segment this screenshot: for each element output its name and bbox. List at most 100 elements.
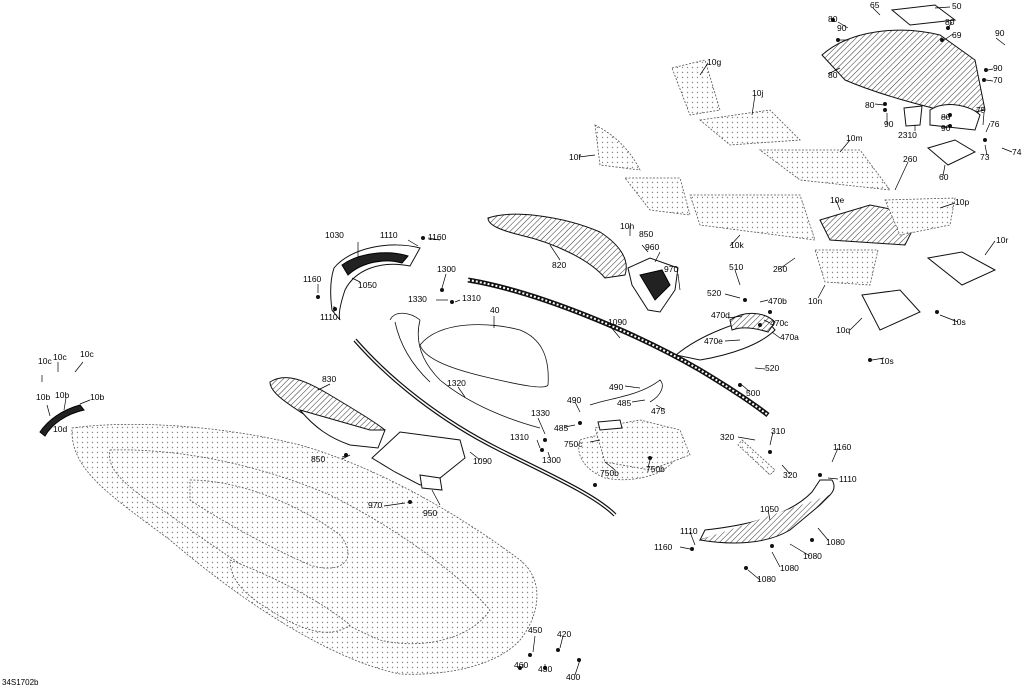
callout: 820 <box>552 260 566 270</box>
callout: 460 <box>514 660 528 670</box>
callout: 520 <box>707 288 721 298</box>
callout: 250 <box>773 264 787 274</box>
callout: 490 <box>567 395 581 405</box>
callout: 80 <box>828 70 838 80</box>
callout: 69 <box>952 30 962 40</box>
callout: 1330 <box>531 408 550 418</box>
side-vent-1030 <box>330 244 421 321</box>
document-code: 34S1702b <box>2 678 39 687</box>
callout: 1110 <box>320 312 338 322</box>
deck-panel-10k <box>689 194 816 241</box>
callout: 90 <box>884 119 894 129</box>
callout: 1030 <box>325 230 344 240</box>
callout: 470b <box>768 296 787 306</box>
callout: 60 <box>939 172 949 182</box>
callout: 1160 <box>654 542 673 552</box>
callout: 470a <box>780 332 799 342</box>
callout: 950 <box>423 508 437 518</box>
callout: 10n <box>808 296 822 306</box>
callout: 1080 <box>803 551 822 561</box>
panel-960 <box>627 257 679 313</box>
plate-2310 <box>903 105 923 127</box>
callout: 76 <box>990 119 1000 129</box>
callout: 70 <box>993 75 1003 85</box>
callout: 830 <box>322 374 336 384</box>
callout: 470c <box>770 318 789 328</box>
callout: 1090 <box>473 456 492 466</box>
callout: 1160 <box>833 442 852 452</box>
callout: 510 <box>729 262 743 272</box>
callout: 850 <box>639 229 653 239</box>
callout: 1090 <box>608 317 627 327</box>
callout: 1160 <box>428 232 447 242</box>
callout: 10f <box>569 152 581 162</box>
callout: 430 <box>538 664 552 674</box>
strip-320 <box>737 439 776 476</box>
callout: 10s <box>880 356 894 366</box>
callout: 1300 <box>437 264 456 274</box>
callout: 420 <box>557 629 571 639</box>
callout: 80 <box>828 14 838 24</box>
grille-830 <box>269 377 386 449</box>
callout-labels: 10c 10c 10c 10b 10b 10b 10d 1030 1110 11… <box>36 0 1022 682</box>
callout: 10g <box>707 57 721 67</box>
callout: 1050 <box>760 504 779 514</box>
callout: 90 <box>993 63 1003 73</box>
callout: 10c <box>80 349 94 359</box>
hull-outline <box>71 423 681 675</box>
callout: 750b <box>646 464 665 474</box>
callout: 40 <box>490 305 500 315</box>
deck-panel-10j <box>699 109 801 146</box>
callout: 1160 <box>303 274 322 284</box>
callout: 1080 <box>780 563 799 573</box>
cables <box>389 312 663 429</box>
callout: 1300 <box>542 455 561 465</box>
callout: 74 <box>1012 147 1022 157</box>
callout: 960 <box>645 242 659 252</box>
callout: 750b <box>600 468 619 478</box>
callout: 2310 <box>898 130 917 140</box>
callout: 75 <box>976 105 986 115</box>
callout: 970 <box>664 264 678 274</box>
callout: 10b <box>55 390 69 400</box>
callout: 10c <box>53 352 67 362</box>
callout: 1080 <box>757 574 776 584</box>
cover-470 <box>674 313 776 361</box>
gunwale-820 <box>487 213 627 279</box>
callout: 260 <box>903 154 917 164</box>
deck-panel-10f <box>594 124 641 171</box>
callout: 470e <box>704 336 723 346</box>
callout: 490 <box>609 382 623 392</box>
callout: 10k <box>730 240 744 250</box>
callout: 90 <box>941 123 951 133</box>
leader-lines <box>41 6 1013 676</box>
callout: 310 <box>771 426 785 436</box>
callout: 485 <box>554 423 568 433</box>
callout: 10b <box>36 392 50 402</box>
callout: 1310 <box>462 293 481 303</box>
deck-panel-10h <box>624 177 691 216</box>
callout: 10j <box>752 88 763 98</box>
callout: 10s <box>952 317 966 327</box>
callout: 485 <box>617 398 631 408</box>
callout: 80 <box>941 112 951 122</box>
deck-panel-10g <box>671 59 721 116</box>
cluster-750 <box>594 419 691 471</box>
callout: 970 <box>368 500 382 510</box>
panel-950 <box>371 431 466 491</box>
callout: 1320 <box>447 378 466 388</box>
deck-panel-10q <box>861 289 921 331</box>
callout: 80 <box>865 100 875 110</box>
callout: 470d <box>711 310 730 320</box>
callout: 10d <box>53 424 67 434</box>
callout: 750c <box>564 439 583 449</box>
callout: 1110 <box>380 230 398 240</box>
callout: 1080 <box>826 537 845 547</box>
callout: 1310 <box>510 432 529 442</box>
deck-panel-10r <box>926 251 997 286</box>
deck-panel-10m <box>758 149 891 191</box>
callout: 450 <box>528 625 542 635</box>
deck-panel-10n <box>814 249 879 286</box>
callout: 320 <box>783 470 797 480</box>
